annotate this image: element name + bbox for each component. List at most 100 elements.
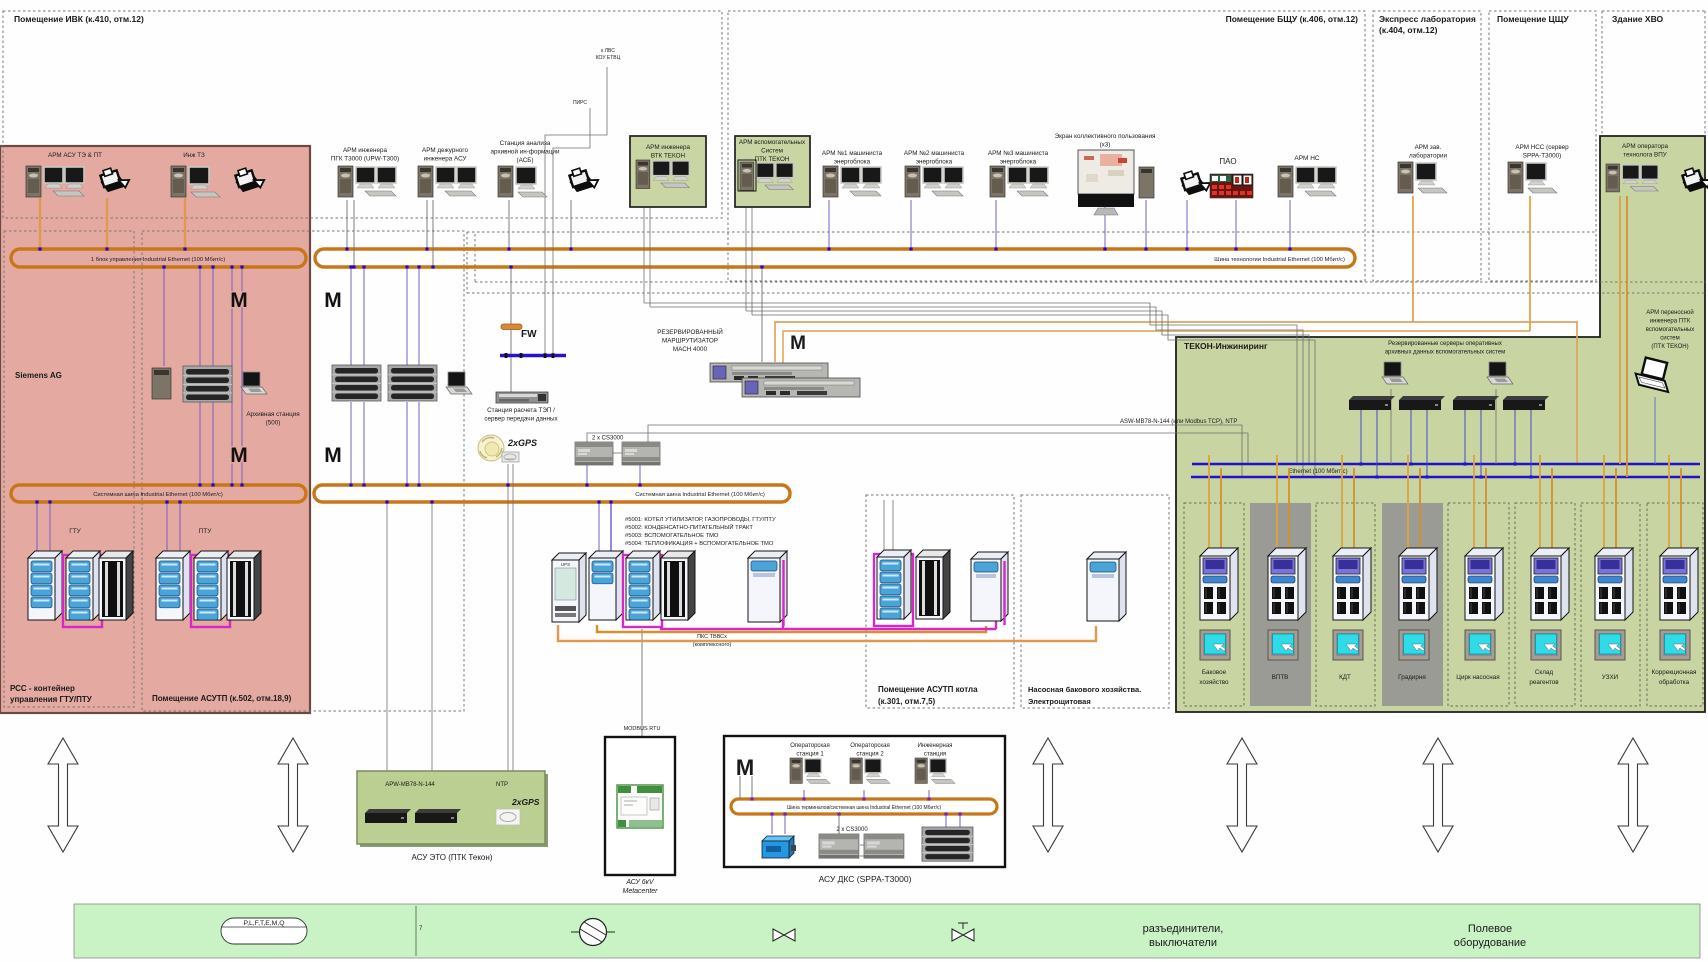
svg-text:АРМ НС: АРМ НС (1294, 155, 1320, 162)
svg-text:Шина терминалов/системная шина: Шина терминалов/системная шина Industria… (787, 805, 942, 811)
svg-text:разъединители,: разъединители, (1143, 923, 1224, 935)
svg-text:7: 7 (419, 926, 423, 932)
svg-text:АРМ дежурного: АРМ дежурного (422, 147, 468, 154)
svg-text:(ПТК ТЕКОН): (ПТК ТЕКОН) (1651, 344, 1688, 350)
svg-text:УЗХИ: УЗХИ (1602, 674, 1619, 681)
svg-text:энергоблока: энергоблока (834, 158, 871, 166)
svg-text:MODBUS RTU: MODBUS RTU (624, 726, 661, 732)
svg-text:ПИРС: ПИРС (573, 100, 587, 106)
svg-text:АСУ ЭТО (ПТК Текон): АСУ ЭТО (ПТК Текон) (412, 853, 493, 862)
svg-text:ПТК ТЕКОН: ПТК ТЕКОН (755, 156, 790, 163)
svg-text:Склад: Склад (1535, 669, 1554, 676)
svg-text:АРМ вспомогательных: АРМ вспомогательных (739, 139, 806, 146)
svg-text:Ethernet (100 Мбит/с): Ethernet (100 Мбит/с) (1288, 469, 1347, 475)
svg-text:инженера АСУ: инженера АСУ (424, 156, 468, 163)
svg-text:ПАО: ПАО (1219, 157, 1236, 166)
svg-text:UPS: UPS (561, 562, 570, 567)
svg-text:ПКС ТВВСх: ПКС ТВВСх (697, 634, 727, 640)
svg-text:Помещение ИВК (к.410, отм.12): Помещение ИВК (к.410, отм.12) (14, 14, 144, 24)
svg-text:Баковое: Баковое (1202, 669, 1227, 676)
svg-text:РЕЗЕРВИРОВАННЫЙ: РЕЗЕРВИРОВАННЫЙ (657, 327, 723, 336)
svg-text:КОУ ЕТВЦ: КОУ ЕТВЦ (596, 55, 621, 61)
svg-text:M: M (324, 289, 342, 312)
svg-text:архивной ин-формации: архивной ин-формации (491, 148, 560, 156)
svg-text:ТЕКОН-Инжиниринг: ТЕКОН-Инжиниринг (1184, 341, 1268, 351)
svg-text:Экспресс лаборатория: Экспресс лаборатория (1379, 14, 1476, 24)
svg-text:АРМ переносной: АРМ переносной (1646, 309, 1694, 316)
svg-text:станция: станция (924, 752, 946, 758)
svg-text:Шина технологии Industrial Eth: Шина технологии Industrial Ethernet (100… (1214, 257, 1345, 263)
svg-text:Архивная станция: Архивная станция (246, 411, 299, 418)
svg-text:энергоблока: энергоблока (1000, 158, 1037, 166)
svg-text:АРМ зав.: АРМ зав. (1415, 144, 1442, 151)
svg-text:Siemens AG: Siemens AG (15, 371, 62, 380)
svg-text:Системная шина Industrial Ethe: Системная шина Industrial Ethernet (100 … (635, 492, 765, 498)
svg-text:(к.301, отм.7,5): (к.301, отм.7,5) (878, 697, 936, 706)
svg-text:оборудование: оборудование (1454, 937, 1526, 949)
svg-text:АРМ инженера: АРМ инженера (343, 147, 388, 154)
svg-text:#5003: ВСПОМОГАТЕЛЬНОЕ ТМО: #5003: ВСПОМОГАТЕЛЬНОЕ ТМО (625, 533, 719, 539)
svg-text:Электрощитовая: Электрощитовая (1028, 697, 1091, 706)
svg-text:ГТУ: ГТУ (69, 528, 81, 535)
svg-text:2xGPS: 2xGPS (511, 797, 540, 807)
svg-text:Экран коллективного пользовани: Экран коллективного пользования (1055, 133, 1156, 140)
svg-text:РСС - контейнер: РСС - контейнер (10, 684, 75, 693)
svg-text:Metacenter: Metacenter (622, 888, 658, 895)
svg-text:Инж ТЗ: Инж ТЗ (183, 152, 205, 159)
svg-text:хозяйство: хозяйство (1199, 678, 1229, 686)
svg-text:M: M (324, 444, 342, 467)
svg-text:АСУ ДКС (SPPA-T3000): АСУ ДКС (SPPA-T3000) (819, 874, 912, 884)
svg-text:сервер передачи данных: сервер передачи данных (484, 416, 558, 423)
svg-text:P,L,F,T,E,M,Q: P,L,F,T,E,M,Q (243, 920, 284, 927)
svg-text:ПГК Т3000 (UPW-T300): ПГК Т3000 (UPW-T300) (331, 156, 399, 163)
svg-text:инженера ПТК: инженера ПТК (1650, 319, 1691, 325)
svg-text:технолога ВПУ: технолога ВПУ (1623, 152, 1668, 159)
svg-text:АРМ №1 машиниста: АРМ №1 машиниста (822, 150, 883, 157)
svg-text:Коррекционная: Коррекционная (1652, 669, 1697, 676)
svg-text:ПТУ: ПТУ (199, 528, 213, 535)
svg-text:Здание ХВО: Здание ХВО (1612, 14, 1663, 24)
svg-text:к ЛВС: к ЛВС (601, 48, 615, 54)
svg-text:Помещение АСУТП котла: Помещение АСУТП котла (878, 685, 978, 694)
svg-text:АРМ №3 машиниста: АРМ №3 машиниста (988, 150, 1049, 157)
svg-text:Резервированные серверы операт: Резервированные серверы оперативных (1388, 341, 1502, 347)
svg-text:#5002: КОНДЕНСАТНО-ПИТАТЕЛЬНЫЙ: #5002: КОНДЕНСАТНО-ПИТАТЕЛЬНЫЙ ТРАКТ (625, 523, 753, 531)
svg-text:Операторская: Операторская (790, 743, 830, 749)
svg-text:2 х CS3000: 2 х CS3000 (592, 436, 624, 442)
svg-text:ASW-MB78-N-144 (или Modbus TCP: ASW-MB78-N-144 (или Modbus TCP), NTP (1120, 419, 1237, 425)
svg-text:КДТ: КДТ (1339, 674, 1351, 681)
svg-text:(к.404, отм.12): (к.404, отм.12) (1379, 25, 1438, 35)
svg-text:АРМ оператора: АРМ оператора (1622, 143, 1668, 150)
svg-text:Помещение АСУТП (к.502, отм.18: Помещение АСУТП (к.502, отм.18,9) (152, 694, 292, 703)
svg-text:обработка: обработка (1659, 678, 1690, 686)
svg-text:систем: систем (1660, 336, 1680, 342)
svg-text:M: M (736, 755, 754, 780)
svg-text:управления ГТУ/ПТУ: управления ГТУ/ПТУ (10, 695, 93, 704)
svg-text:M: M (230, 444, 248, 467)
svg-text:(х3): (х3) (1100, 142, 1111, 149)
svg-text:2xGPS: 2xGPS (507, 438, 537, 448)
svg-text:M: M (790, 333, 806, 354)
svg-text:Помещение ЦЩУ: Помещение ЦЩУ (1497, 14, 1569, 24)
svg-text:Полевое: Полевое (1468, 923, 1512, 935)
svg-text:Систем: Систем (761, 148, 783, 155)
svg-text:Насосная баковoго хозяйства.: Насосная баковoго хозяйства. (1028, 685, 1141, 694)
svg-text:Системная шина Industrial Ethe: Системная шина Industrial Ethernet (100 … (93, 492, 223, 498)
svg-text:1 блок управления Industrial E: 1 блок управления Industrial Ethernet (1… (91, 257, 225, 263)
svg-text:Помещение БЩУ (к.406, отм.12): Помещение БЩУ (к.406, отм.12) (1226, 14, 1359, 24)
svg-text:FW: FW (521, 329, 537, 340)
svg-text:(АСБ): (АСБ) (517, 157, 534, 164)
svg-text:АРМ инженера: АРМ инженера (646, 144, 691, 151)
svg-text:Инженерная: Инженерная (918, 743, 953, 749)
svg-text:#5004: ТЕПЛОФИКАЦИЯ + ВСПОМОГА: #5004: ТЕПЛОФИКАЦИЯ + ВСПОМОГАТЕЛЬНОЕ ТМ… (625, 541, 774, 547)
svg-text:архивных данных вспомогательны: архивных данных вспомогательных систем (1385, 350, 1506, 356)
svg-text:#5001: КОТЕЛ УТИЛИЗАТОР, ГАЗОП: #5001: КОТЕЛ УТИЛИЗАТОР, ГАЗОПРОВОДЫ, ГТ… (625, 517, 776, 523)
svg-text:ВПТВ: ВПТВ (1272, 674, 1289, 681)
svg-text:АРМ АСУ ТЭ & ПТ: АРМ АСУ ТЭ & ПТ (48, 152, 102, 159)
svg-text:APW-MB78-N-144: APW-MB78-N-144 (385, 782, 435, 788)
svg-text:M: M (230, 289, 248, 312)
svg-text:вспомогательных: вспомогательных (1646, 327, 1695, 333)
svg-text:реагентов: реагентов (1529, 679, 1559, 686)
svg-text:МАРШРУТИЗАТОР: МАРШРУТИЗАТОР (662, 338, 718, 345)
svg-text:станция 1: станция 1 (796, 752, 824, 758)
